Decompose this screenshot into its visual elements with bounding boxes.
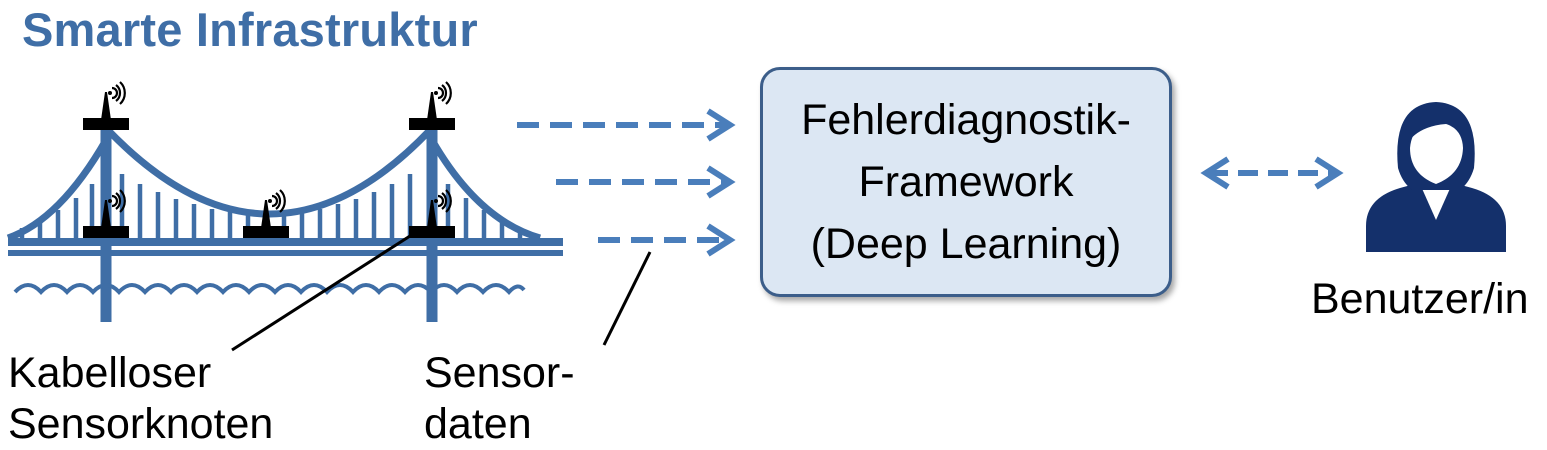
sensor-data-label: Sensor- daten (424, 348, 575, 450)
dashed-arrow-icon (556, 165, 736, 199)
bidirectional-dashed-arrow-icon (1200, 156, 1344, 190)
framework-line-1: Fehlerdiagnostik- (801, 96, 1131, 144)
sensor-node-label-line-1: Kabelloser (8, 349, 212, 397)
wireless-sensor-icon (81, 80, 131, 132)
framework-line-2: Framework (858, 158, 1074, 206)
dashed-arrow-icon (598, 223, 736, 257)
sensor-data-label-line-2: daten (424, 400, 532, 448)
dashed-arrow-icon (517, 108, 736, 142)
wireless-sensor-icon (407, 80, 457, 132)
leader-line-sensor-node (231, 234, 411, 352)
sensor-data-label-line-1: Sensor- (424, 349, 575, 397)
bridge-icon (6, 125, 563, 322)
fault-diagnostics-framework-box: Fehlerdiagnostik- Framework (Deep Learni… (760, 67, 1172, 297)
diagram-title: Smarte Infrastruktur (22, 3, 478, 56)
user-label: Benutzer/in (1311, 275, 1529, 323)
framework-line-3: (Deep Learning) (810, 220, 1122, 268)
leader-line-sensor-data (602, 251, 652, 346)
user-icon (1366, 102, 1506, 252)
sensor-node-label: Kabelloser Sensorknoten (8, 348, 273, 450)
sensor-node-label-line-2: Sensorknoten (8, 400, 274, 448)
